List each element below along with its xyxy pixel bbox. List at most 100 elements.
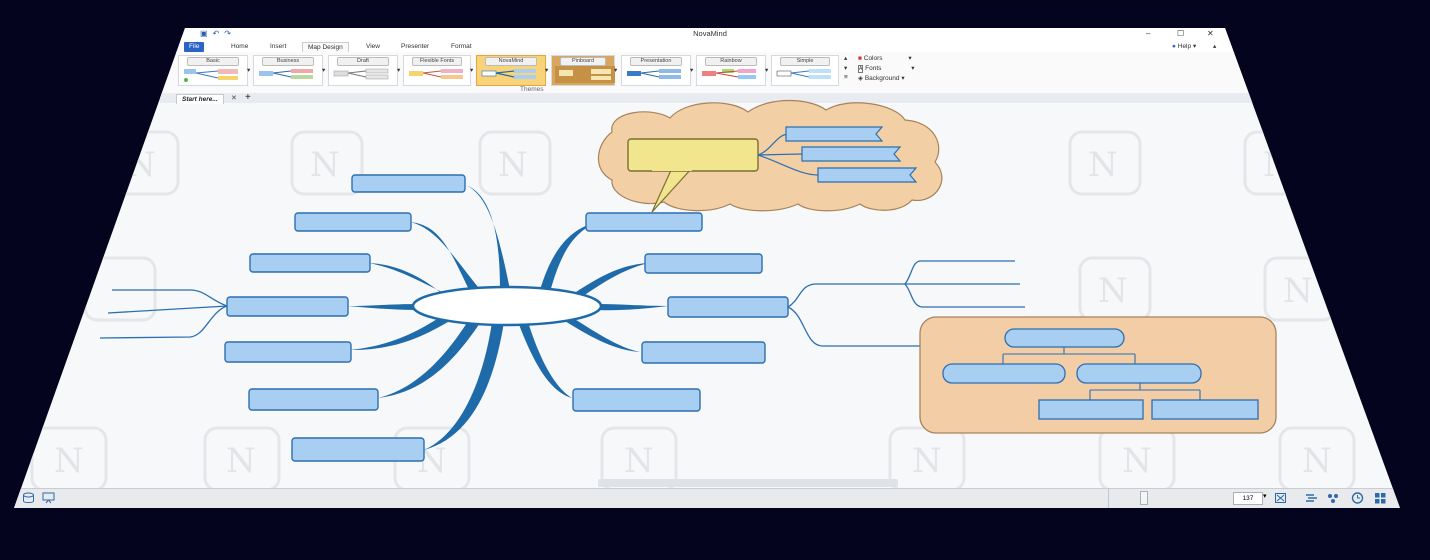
svg-text:N: N <box>624 441 654 481</box>
clock-icon[interactable] <box>1351 492 1364 504</box>
database-icon[interactable] <box>22 492 35 504</box>
fit-to-window-icon[interactable] <box>1274 492 1287 504</box>
theme-flexible-fonts[interactable]: Flexible Fonts <box>403 55 471 86</box>
svg-text:N: N <box>226 441 256 481</box>
callout-subtopic[interactable] <box>785 126 884 142</box>
central-topic[interactable] <box>411 285 603 327</box>
tab-map-design[interactable]: Map Design <box>302 42 349 53</box>
scroll-down-icon[interactable]: ▾ <box>844 65 848 72</box>
org-node[interactable] <box>1076 363 1202 384</box>
topic-node[interactable] <box>294 212 412 232</box>
callout-connectors <box>757 133 819 176</box>
topic-node[interactable] <box>249 253 371 273</box>
chevron-down-icon[interactable]: ▾ <box>397 67 401 74</box>
chevron-down-icon[interactable]: ▾ <box>1263 493 1267 500</box>
palette-icon: ■ <box>858 55 862 62</box>
theme-thumbnail-icon <box>333 68 389 80</box>
svg-text:N: N <box>310 145 340 185</box>
gallery-more-icon[interactable]: ≡ <box>844 74 848 81</box>
theme-presentation[interactable]: Presentation <box>621 55 691 86</box>
org-node[interactable] <box>1038 399 1144 420</box>
grid-view-icon[interactable] <box>1374 492 1387 504</box>
org-connectors <box>1002 346 1201 400</box>
chevron-down-icon[interactable]: ▾ <box>470 67 474 74</box>
topic-node[interactable] <box>641 341 766 364</box>
svg-text:N: N <box>1263 145 1293 185</box>
svg-text:N: N <box>1098 271 1128 311</box>
tab-home[interactable]: Home <box>231 43 249 50</box>
org-node[interactable] <box>942 363 1066 384</box>
callout-topic[interactable] <box>627 138 759 172</box>
theme-simple[interactable]: Simple <box>771 55 839 86</box>
svg-text:N: N <box>1302 441 1332 481</box>
zoom-slider-thumb[interactable] <box>1140 491 1148 505</box>
theme-novamind[interactable]: NovaMind <box>476 55 546 86</box>
theme-label: Flexible Fonts <box>412 57 462 66</box>
help-button[interactable]: ● Help ▾ <box>1172 42 1196 50</box>
save-icon[interactable]: ▣ <box>200 29 208 38</box>
tab-insert[interactable]: Insert <box>270 43 287 50</box>
close-tab-icon[interactable]: ✕ <box>231 95 237 102</box>
topic-node[interactable] <box>644 253 763 274</box>
chevron-down-icon[interactable]: ▾ <box>247 67 251 74</box>
theme-basic[interactable]: Basic <box>178 55 248 86</box>
topic-node[interactable] <box>226 296 349 317</box>
callout-subtopic[interactable] <box>817 167 918 183</box>
close-icon[interactable]: ✕ <box>1207 29 1214 38</box>
topic-node[interactable] <box>585 212 703 232</box>
chevron-down-icon[interactable]: ▾ <box>765 67 769 74</box>
fonts-option[interactable]: A Fonts ▾ <box>858 64 915 73</box>
theme-label: Draft <box>337 57 389 66</box>
topic-node[interactable] <box>572 388 701 412</box>
theme-rainbow[interactable]: Rainbow <box>696 55 766 86</box>
zoom-level-field[interactable]: 137 <box>1233 492 1263 505</box>
fonts-label: Fonts <box>865 65 882 72</box>
callout-subtopic[interactable] <box>801 146 902 162</box>
colors-option[interactable]: ■ Colors ▾ <box>858 54 912 62</box>
theme-business[interactable]: Business <box>253 55 323 86</box>
tab-file[interactable]: File <box>184 42 205 52</box>
theme-pinboard[interactable]: Pinboard <box>551 55 615 86</box>
chevron-down-icon[interactable]: ▾ <box>690 67 694 74</box>
horizontal-scrollbar[interactable] <box>598 479 898 487</box>
tab-view[interactable]: View <box>366 43 380 50</box>
chevron-down-icon: ▾ <box>911 65 915 72</box>
document-tab-strip <box>160 93 1270 103</box>
document-tab[interactable]: Start here... <box>176 94 224 104</box>
background-option[interactable]: ◈ Background ▾ <box>858 74 905 82</box>
background-label: Background <box>864 75 900 82</box>
undo-icon[interactable]: ↶ <box>212 29 220 38</box>
scroll-up-icon[interactable]: ▴ <box>844 55 848 62</box>
font-icon: A <box>858 65 864 73</box>
fill-bucket-icon: ◈ <box>858 75 863 82</box>
presentation-icon[interactable] <box>42 492 55 504</box>
theme-thumbnail-icon <box>627 69 681 79</box>
tab-presenter[interactable]: Presenter <box>401 43 430 50</box>
minimize-icon[interactable]: – <box>1146 29 1151 38</box>
svg-text:N: N <box>54 441 84 481</box>
tab-format[interactable]: Format <box>451 43 472 50</box>
org-nodes <box>942 328 1259 420</box>
chevron-down-icon[interactable]: ▾ <box>545 67 549 74</box>
org-node[interactable] <box>1004 328 1125 348</box>
theme-label: Simple <box>780 57 830 66</box>
theme-draft[interactable]: Draft <box>328 55 398 86</box>
chevron-down-icon[interactable]: ▾ <box>614 67 618 74</box>
chevron-down-icon: ▾ <box>1192 43 1197 50</box>
collapse-ribbon-icon[interactable]: ▴ <box>1213 43 1217 50</box>
topic-node[interactable] <box>248 388 379 411</box>
topic-node[interactable] <box>351 174 466 193</box>
topic-node[interactable] <box>667 296 789 318</box>
org-node[interactable] <box>1151 399 1259 420</box>
topic-node[interactable] <box>224 341 352 363</box>
outline-view-icon[interactable] <box>1305 492 1318 504</box>
add-tab-icon[interactable]: + <box>245 92 251 103</box>
chevron-down-icon[interactable]: ▾ <box>322 67 326 74</box>
redo-icon[interactable]: ↷ <box>224 29 231 38</box>
maximize-icon[interactable]: ☐ <box>1177 29 1185 38</box>
map-view-icon[interactable] <box>1327 492 1340 504</box>
theme-thumbnail-icon <box>409 69 463 79</box>
topic-node[interactable] <box>291 437 425 462</box>
